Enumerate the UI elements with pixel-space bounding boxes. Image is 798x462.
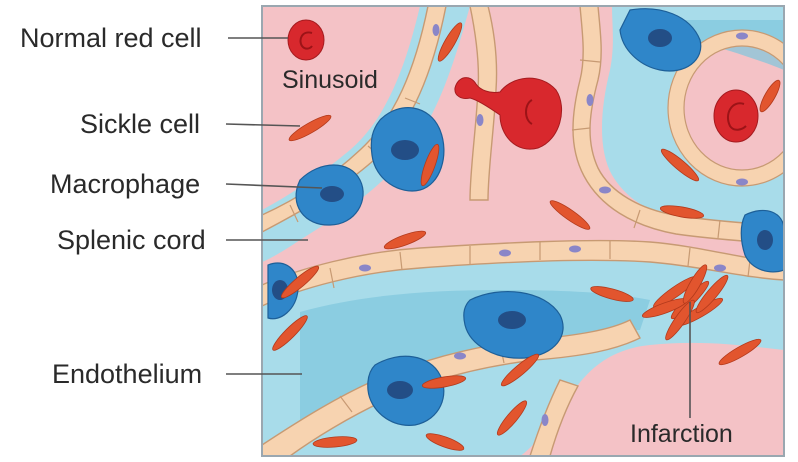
macrophage-label: Macrophage [50,169,200,199]
sinusoid-label: Sinusoid [282,66,378,94]
diagram-panel: Sinusoid Infarction [262,6,798,456]
endothelium-label: Endothelium [52,359,202,389]
normal-red-cell-label: Normal red cell [20,23,202,53]
sickle-cell-label: Sickle cell [80,109,200,139]
infarction-label: Infarction [630,420,733,448]
splenic-cord-label: Splenic cord [57,225,206,255]
